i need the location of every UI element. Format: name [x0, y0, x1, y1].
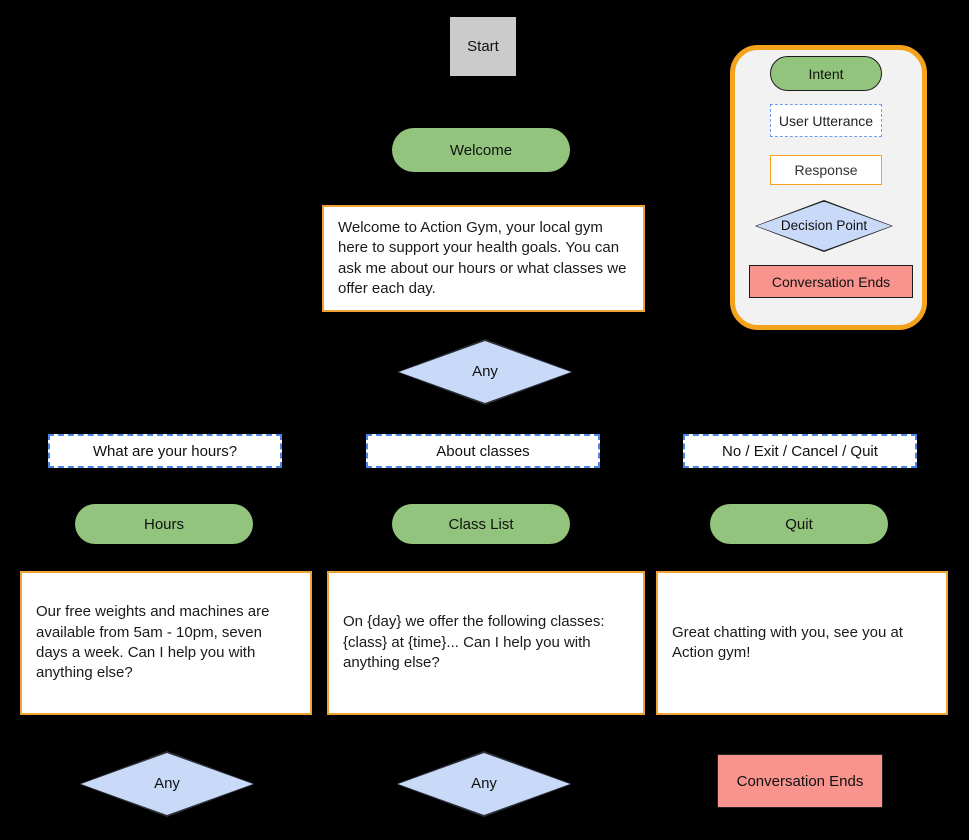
response-node-welcome: Welcome to Action Gym, your local gym he…: [322, 205, 645, 312]
response-node-welcome-text: Welcome to Action Gym, your local gym he…: [338, 218, 627, 297]
conversation-ends-node-label: Conversation Ends: [736, 772, 864, 790]
utterance-node-quit: No / Exit / Cancel / Quit: [683, 434, 917, 468]
response-node-classes-text: On {day} we offer the following classes:…: [343, 613, 605, 672]
decision-node-root-fill: Any: [399, 341, 571, 403]
utterance-node-classes: About classes: [366, 434, 600, 468]
response-node-classes: On {day} we offer the following classes:…: [327, 571, 645, 715]
response-node-hours: Our free weights and machines are availa…: [20, 571, 312, 715]
decision-node-after-classes-fill: Any: [398, 753, 570, 815]
response-node-quit: Great chatting with you, see you at Acti…: [656, 571, 948, 715]
legend-user-utterance-label: User Utterance: [778, 112, 874, 129]
intent-node-class-list: Class List: [392, 504, 570, 544]
start-node: Start: [450, 17, 516, 76]
intent-node-hours: Hours: [75, 504, 253, 544]
legend-intent-shape: Intent: [770, 56, 882, 91]
legend-panel: Intent User Utterance Response Decision …: [730, 45, 927, 330]
utterance-node-quit-label: No / Exit / Cancel / Quit: [722, 442, 878, 460]
intent-node-class-list-label: Class List: [448, 515, 514, 533]
legend-decision-shape: Decision Point: [755, 200, 893, 252]
intent-node-welcome-label: Welcome: [449, 141, 513, 159]
legend-decision-label: Decision Point: [780, 217, 868, 233]
legend-response-shape: Response: [770, 155, 882, 185]
legend-user-utterance-shape: User Utterance: [770, 104, 882, 137]
start-node-label: Start: [467, 38, 499, 55]
decision-node-root: Any: [397, 339, 573, 405]
decision-node-after-hours-fill: Any: [81, 753, 253, 815]
response-node-quit-text: Great chatting with you, see you at Acti…: [672, 623, 903, 661]
decision-node-after-hours: Any: [79, 751, 255, 817]
intent-node-quit: Quit: [710, 504, 888, 544]
intent-node-hours-label: Hours: [143, 515, 184, 533]
legend-conversation-ends-label: Conversation Ends: [771, 273, 891, 290]
intent-node-welcome: Welcome: [392, 128, 570, 172]
legend-response-label: Response: [794, 162, 858, 178]
conversation-ends-node: Conversation Ends: [717, 754, 883, 808]
decision-node-after-classes: Any: [396, 751, 572, 817]
decision-node-after-hours-label: Any: [154, 775, 180, 793]
utterance-node-hours: What are your hours?: [48, 434, 282, 468]
decision-node-after-classes-label: Any: [471, 775, 497, 793]
legend-conversation-ends-shape: Conversation Ends: [749, 265, 913, 298]
decision-node-root-label: Any: [472, 363, 498, 381]
intent-node-quit-label: Quit: [785, 515, 813, 533]
utterance-node-hours-label: What are your hours?: [92, 442, 238, 460]
legend-decision-fill: Decision Point: [756, 201, 892, 251]
response-node-hours-text: Our free weights and machines are availa…: [36, 603, 270, 682]
utterance-node-classes-label: About classes: [436, 442, 530, 460]
legend-intent-label: Intent: [808, 65, 844, 82]
